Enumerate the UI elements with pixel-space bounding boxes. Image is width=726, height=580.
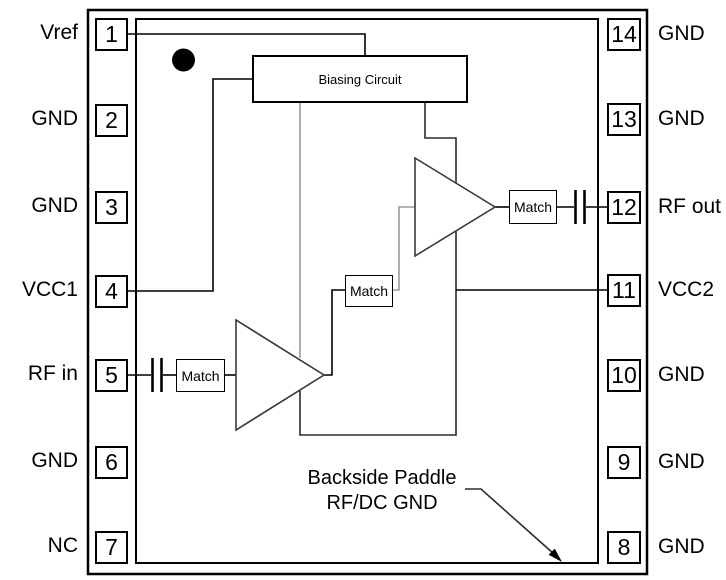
pin-label-gnd-8: GND <box>658 535 705 558</box>
pin-label-rf-in: RF in <box>27 362 78 385</box>
pin-label-vcc1: VCC1 <box>21 278 78 301</box>
pin-label-gnd-13: GND <box>658 107 705 130</box>
amplifier2-triangle-icon <box>414 156 497 258</box>
pin-label-vref: Vref <box>40 21 78 44</box>
pin-box-9: 9 <box>607 446 641 479</box>
backside-paddle-note-line2: RF/DC GND <box>326 492 438 514</box>
pin-label-gnd-14: GND <box>658 22 705 45</box>
pin-label-gnd-2: GND <box>31 107 78 130</box>
wire-bias-vcc2-net <box>299 103 457 436</box>
interstage-match-block: Match <box>345 275 393 307</box>
pin-box-12: 12 <box>607 191 641 224</box>
pin-label-gnd-10: GND <box>658 363 705 386</box>
pin-label-rf-out: RF out <box>658 195 722 218</box>
pin-label-vcc2: VCC2 <box>658 278 715 301</box>
leader-arrowhead-icon <box>548 548 562 562</box>
backside-paddle-note-line1: Backside Paddle <box>307 467 457 489</box>
pin-label-gnd-6: GND <box>31 449 78 472</box>
input-match-block: Match <box>176 359 225 392</box>
wire-match2-to-amp2 <box>393 206 415 291</box>
output-match-block: Match <box>509 190 557 224</box>
wire-amp1-to-match2 <box>324 289 345 376</box>
pin-box-7: 7 <box>95 531 128 564</box>
pin-box-3: 3 <box>95 191 128 224</box>
pin-box-6: 6 <box>95 446 128 479</box>
pin1-indicator-dot-icon <box>172 48 195 72</box>
pin-box-2: 2 <box>95 104 128 137</box>
paddle-leader-line <box>465 488 555 555</box>
pin-box-14: 14 <box>607 18 641 51</box>
backside-paddle-note: Backside Paddle RF/DC GND <box>284 466 480 516</box>
pin-box-5: 5 <box>95 359 128 392</box>
pin-box-1: 1 <box>95 18 128 51</box>
biasing-circuit-block: Biasing Circuit <box>252 55 468 103</box>
package-outline <box>86 8 649 576</box>
pin-box-8: 8 <box>607 531 641 564</box>
wire-pin4-to-bias <box>128 78 252 292</box>
pin-box-13: 13 <box>607 103 641 136</box>
pin-box-11: 11 <box>607 274 641 307</box>
pin-label-nc: NC <box>47 534 78 557</box>
wire-pin1-to-bias <box>128 33 366 57</box>
pin-box-4: 4 <box>95 275 128 308</box>
pin-label-gnd-3: GND <box>31 194 78 217</box>
amplifier1-triangle-icon <box>235 318 326 432</box>
pin-label-gnd-9: GND <box>658 450 705 473</box>
pin-box-10: 10 <box>607 359 641 392</box>
